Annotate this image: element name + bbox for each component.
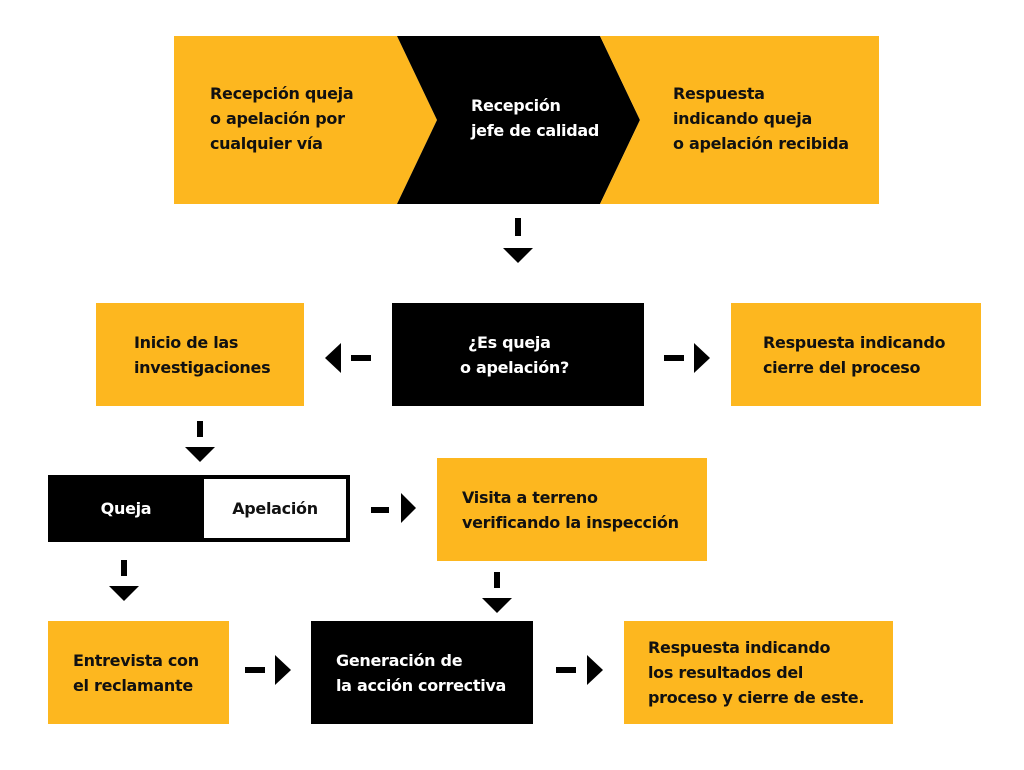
close-response-box: Respuesta indicando cierre del proceso bbox=[731, 303, 981, 406]
text-line: los resultados del bbox=[648, 663, 804, 682]
step2-text: Recepción jefe de calidad bbox=[471, 93, 599, 143]
text-line: jefe de calidad bbox=[471, 121, 600, 140]
text-line: Respuesta indicando bbox=[648, 638, 831, 657]
apelacion-option: Apelación bbox=[204, 479, 346, 538]
text-line: el reclamante bbox=[73, 675, 193, 695]
text-line: Recepción queja bbox=[210, 84, 354, 103]
text-line: o apelación? bbox=[460, 357, 569, 377]
text-line: investigaciones bbox=[134, 357, 271, 377]
queja-option: Queja bbox=[48, 475, 204, 542]
arrow-down-top bbox=[503, 218, 533, 263]
step2-chevron bbox=[397, 36, 640, 204]
queja-label: Queja bbox=[100, 499, 152, 518]
text-line: Inicio de las bbox=[134, 332, 239, 352]
arrow-right-visit bbox=[371, 493, 416, 523]
arrow-down-investigations bbox=[185, 421, 215, 462]
step1-text: Recepción queja o apelación por cualquie… bbox=[210, 81, 354, 156]
step1-shape bbox=[174, 36, 437, 204]
arrow-down-queja bbox=[109, 560, 139, 601]
text-line: o apelación recibida bbox=[673, 134, 849, 153]
text-line: Respuesta bbox=[673, 84, 765, 103]
text-line: cierre del proceso bbox=[763, 357, 921, 377]
arrow-right-action bbox=[245, 655, 291, 685]
text-line: Respuesta indicando bbox=[763, 332, 946, 352]
text-line: Recepción bbox=[471, 96, 561, 115]
apelacion-label: Apelación bbox=[232, 499, 318, 518]
text-line: verificando la inspección bbox=[462, 512, 679, 532]
complaint-type-selector: Queja Apelación bbox=[48, 475, 350, 542]
decision-box: ¿Es queja o apelación? bbox=[392, 303, 644, 406]
text-line: o apelación por bbox=[210, 109, 345, 128]
arrow-down-visit bbox=[482, 572, 512, 613]
results-response-box: Respuesta indicando los resultados del p… bbox=[624, 621, 893, 724]
corrective-action-box: Generación de la acción correctiva bbox=[311, 621, 533, 724]
arrow-right-result bbox=[556, 655, 603, 685]
arrow-left-investigations bbox=[325, 343, 371, 373]
arrow-right-close bbox=[664, 343, 710, 373]
step3-text: Respuesta indicando queja o apelación re… bbox=[673, 81, 849, 156]
interview-box: Entrevista con el reclamante bbox=[48, 621, 229, 724]
text-line: Entrevista con bbox=[73, 650, 199, 670]
investigations-box: Inicio de las investigaciones bbox=[96, 303, 304, 406]
step3-shape bbox=[600, 36, 879, 204]
text-line: Visita a terreno bbox=[462, 487, 598, 507]
text-line: ¿Es queja bbox=[468, 332, 551, 352]
text-line: Generación de bbox=[336, 650, 463, 670]
site-visit-box: Visita a terreno verificando la inspecci… bbox=[437, 458, 707, 561]
text-line: indicando queja bbox=[673, 109, 812, 128]
text-line: la acción correctiva bbox=[336, 675, 507, 695]
text-line: proceso y cierre de este. bbox=[648, 688, 865, 707]
text-line: cualquier vía bbox=[210, 134, 323, 153]
